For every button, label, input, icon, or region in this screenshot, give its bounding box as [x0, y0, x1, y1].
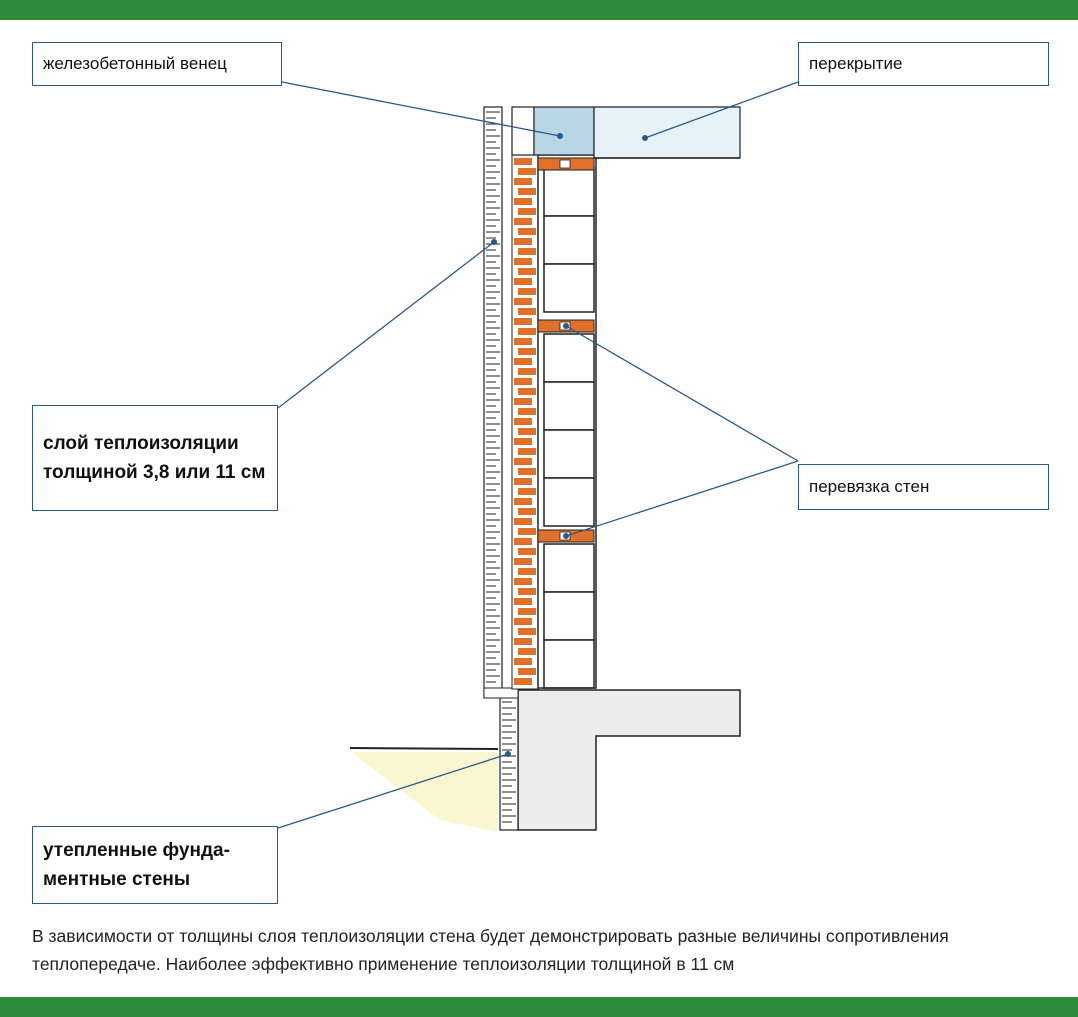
brick: [518, 588, 536, 595]
brick: [518, 608, 536, 615]
brick: [514, 558, 532, 565]
brick: [518, 548, 536, 555]
bottom-green-band: [0, 997, 1078, 1017]
leader-lines: [277, 81, 799, 829]
brick: [518, 668, 536, 675]
brick: [518, 388, 536, 395]
brick: [514, 598, 532, 605]
brick: [514, 258, 532, 265]
brick-courses: [514, 158, 536, 685]
brick: [518, 508, 536, 515]
brick: [518, 348, 536, 355]
brick: [514, 478, 532, 485]
label-ring-beam: железобетонный венец: [32, 42, 282, 86]
brick: [514, 298, 532, 305]
brick: [514, 218, 532, 225]
brick: [518, 488, 536, 495]
ground-line: [349, 747, 499, 750]
brick: [518, 448, 536, 455]
brick: [514, 538, 532, 545]
block: [543, 333, 595, 383]
label-floor-slab-text: перекрытие: [809, 54, 903, 73]
brick: [514, 358, 532, 365]
brick: [514, 198, 532, 205]
brick: [514, 618, 532, 625]
block: [543, 381, 595, 431]
block: [543, 215, 595, 265]
label-wall-tie: перевязка стен: [798, 464, 1049, 510]
insulation-base: [483, 687, 519, 699]
label-insulation-layer: слой теплоизоляции толщиной 3,8 или 11 с…: [32, 405, 278, 511]
brick: [514, 498, 532, 505]
brick: [518, 528, 536, 535]
brick: [518, 288, 536, 295]
label-insulation-layer-text: слой теплоизоляции толщиной 3,8 или 11 с…: [43, 433, 266, 483]
brick: [514, 278, 532, 285]
top-white-block: [511, 106, 535, 156]
insulation-hatch-upper: [486, 111, 514, 697]
brick: [514, 418, 532, 425]
brick: [518, 308, 536, 315]
foundation-wall: [517, 689, 741, 831]
brick: [514, 658, 532, 665]
brick: [518, 208, 536, 215]
block: [543, 167, 595, 217]
brick: [514, 578, 532, 585]
block: [543, 591, 595, 641]
block: [543, 429, 595, 479]
brick: [518, 568, 536, 575]
brick: [518, 408, 536, 415]
block: [543, 263, 595, 313]
brick: [518, 328, 536, 335]
brick: [518, 168, 536, 175]
brick: [518, 428, 536, 435]
brick: [518, 628, 536, 635]
ring-beam: [533, 106, 595, 156]
brick: [514, 338, 532, 345]
insulation-hatch-lower: [502, 701, 516, 823]
block: [543, 477, 595, 527]
brick: [514, 158, 532, 165]
label-ring-beam-text: железобетонный венец: [43, 54, 227, 73]
diagram-caption: В зависимости от толщины слоя теплоизоля…: [32, 926, 949, 974]
soil-area: [352, 752, 498, 832]
brick: [518, 248, 536, 255]
label-foundation-walls: утепленные фунда- ментные стены: [32, 826, 278, 904]
brick: [514, 638, 532, 645]
brick: [514, 238, 532, 245]
brick: [514, 378, 532, 385]
brick: [514, 178, 532, 185]
block: [543, 639, 595, 689]
brick: [514, 438, 532, 445]
floor-slab: [593, 106, 741, 159]
brick: [518, 648, 536, 655]
block: [543, 543, 595, 593]
brick: [514, 398, 532, 405]
brick: [518, 188, 536, 195]
brick: [514, 458, 532, 465]
brick: [518, 228, 536, 235]
label-floor-slab: перекрытие: [798, 42, 1049, 86]
tie-gap: [559, 159, 571, 169]
brick: [518, 468, 536, 475]
brick: [518, 268, 536, 275]
brick: [514, 518, 532, 525]
brick: [514, 678, 532, 685]
top-green-band: [0, 0, 1078, 20]
label-foundation-walls-text: утепленные фунда- ментные стены: [43, 840, 230, 890]
brick: [514, 318, 532, 325]
label-wall-tie-text: перевязка стен: [809, 477, 930, 496]
inner-blocks: [537, 154, 597, 689]
leader-dots: [491, 133, 648, 757]
brick: [518, 368, 536, 375]
